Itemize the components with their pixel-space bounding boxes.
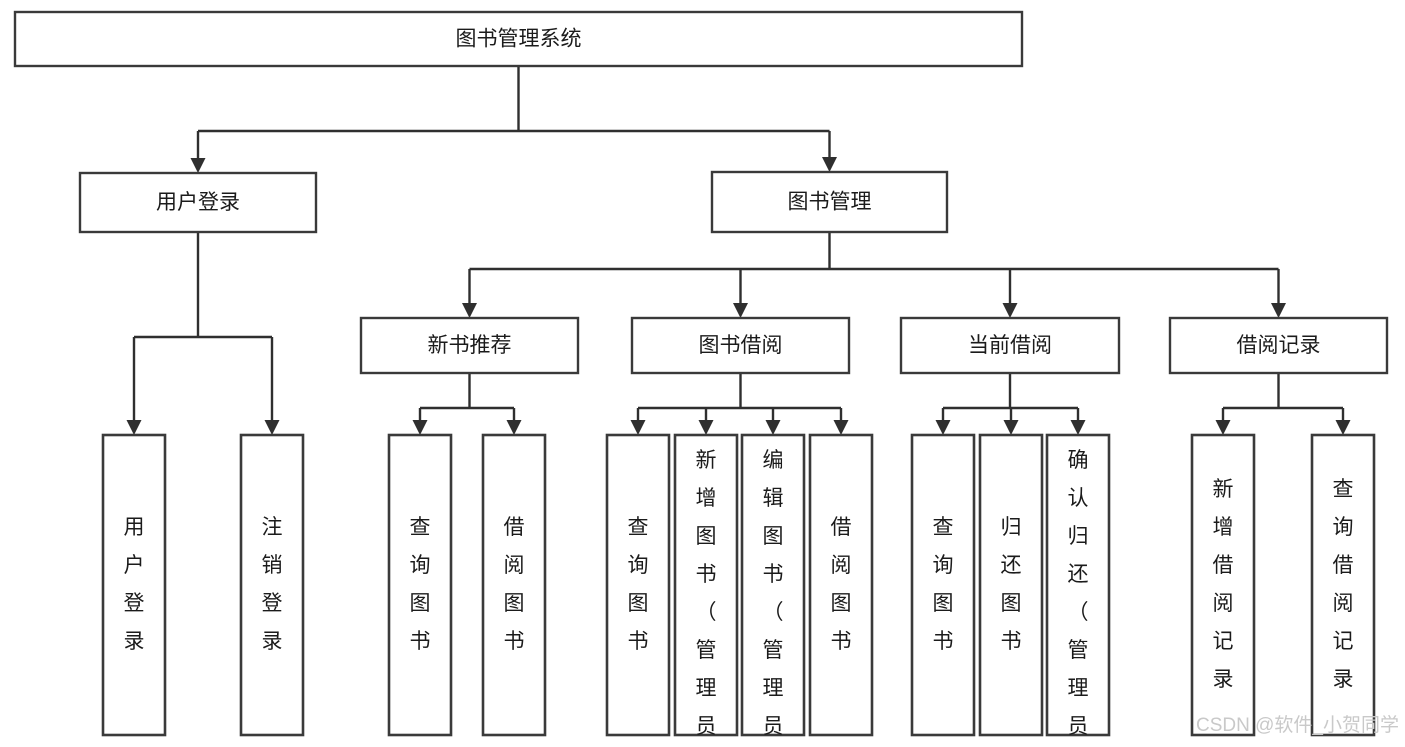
arrow-to-借阅图书 — [833, 420, 849, 435]
arrow-to-当前借阅 — [1002, 303, 1018, 318]
arrow-to-查询图书 — [630, 420, 646, 435]
arrow-to-借阅记录 — [1271, 303, 1286, 318]
node-label-查询图书: 查询图书 — [410, 516, 431, 653]
arrow-to-用户登录 — [190, 158, 206, 173]
node-label-当前借阅: 当前借阅 — [968, 334, 1052, 357]
arrow-to-归还图书 — [1003, 420, 1019, 435]
node-box-借阅图书[interactable] — [808, 433, 874, 737]
node-box-当前借阅[interactable] — [899, 316, 1121, 375]
node-label-编辑图书管理员: 编辑图书（管理员） — [763, 449, 784, 747]
node-layer: 图书管理系统用户登录图书管理用户登录注销登录新书推荐查询图书借阅图书图书借阅查询… — [13, 10, 1389, 747]
node-label-借阅图书: 借阅图书 — [831, 516, 852, 653]
arrow-to-用户登录 — [126, 420, 142, 435]
node-label-查询图书: 查询图书 — [628, 516, 649, 653]
node-box-查询图书[interactable] — [910, 433, 976, 737]
node-当前借阅[interactable]: 当前借阅 — [899, 316, 1121, 375]
node-label-借阅记录: 借阅记录 — [1237, 334, 1321, 357]
node-编辑图书管理员[interactable]: 编辑图书（管理员） — [740, 433, 806, 747]
node-box-新书推荐[interactable] — [359, 316, 580, 375]
arrow-to-新书推荐 — [462, 303, 477, 318]
node-box-新增借阅记录[interactable] — [1190, 433, 1256, 737]
arrow-to-图书管理 — [822, 157, 837, 172]
arrow-to-查询图书 — [935, 420, 951, 435]
arrow-to-注销登录 — [264, 420, 280, 435]
node-查询图书[interactable]: 查询图书 — [910, 433, 976, 737]
node-label-借阅图书: 借阅图书 — [504, 516, 525, 653]
node-新增图书管理员[interactable]: 新增图书（管理员） — [673, 433, 739, 747]
node-图书管理系统[interactable]: 图书管理系统 — [13, 10, 1024, 68]
node-注销登录[interactable]: 注销登录 — [239, 433, 305, 737]
node-box-编辑图书管理员[interactable] — [740, 433, 806, 737]
node-用户登录[interactable]: 用户登录 — [101, 433, 167, 737]
node-label-确认归还管理员: 确认归还（管理员） — [1068, 449, 1089, 747]
node-新书推荐[interactable]: 新书推荐 — [359, 316, 580, 375]
node-label-用户登录: 用户登录 — [124, 516, 145, 653]
arrow-to-图书借阅 — [733, 303, 748, 318]
node-label-注销登录: 注销登录 — [262, 516, 283, 653]
csdn-watermark: CSDN @软件_小贺同学 — [1196, 714, 1399, 736]
node-box-新增图书管理员[interactable] — [673, 433, 739, 737]
arrow-to-查询借阅记录 — [1335, 420, 1351, 435]
arrow-to-新增借阅记录 — [1215, 420, 1231, 435]
node-label-新增借阅记录: 新增借阅记录 — [1213, 478, 1234, 691]
node-box-图书管理[interactable] — [710, 170, 949, 234]
node-box-用户登录[interactable] — [101, 433, 167, 737]
node-label-查询借阅记录: 查询借阅记录 — [1333, 478, 1354, 691]
node-用户登录[interactable]: 用户登录 — [78, 171, 318, 234]
arrow-to-确认归还管理员 — [1070, 420, 1086, 435]
arrow-to-新增图书管理员 — [698, 420, 714, 435]
node-box-图书借阅[interactable] — [630, 316, 851, 375]
arrow-to-编辑图书管理员 — [765, 420, 781, 435]
node-label-图书借阅: 图书借阅 — [699, 334, 783, 357]
node-归还图书[interactable]: 归还图书 — [978, 433, 1044, 737]
node-label-归还图书: 归还图书 — [1001, 516, 1022, 653]
node-确认归还管理员[interactable]: 确认归还（管理员） — [1045, 433, 1111, 747]
node-label-用户登录: 用户登录 — [156, 191, 240, 214]
arrow-to-借阅图书 — [506, 420, 522, 435]
node-box-借阅图书[interactable] — [481, 433, 547, 737]
node-box-查询图书[interactable] — [387, 433, 453, 737]
node-查询借阅记录[interactable]: 查询借阅记录 — [1310, 433, 1376, 737]
node-label-图书管理: 图书管理 — [788, 191, 872, 214]
node-查询图书[interactable]: 查询图书 — [605, 433, 671, 737]
node-box-查询图书[interactable] — [605, 433, 671, 737]
node-借阅图书[interactable]: 借阅图书 — [808, 433, 874, 737]
node-label-图书管理系统: 图书管理系统 — [456, 28, 582, 51]
node-box-查询借阅记录[interactable] — [1310, 433, 1376, 737]
connector-layer — [126, 66, 1351, 435]
node-box-归还图书[interactable] — [978, 433, 1044, 737]
node-借阅记录[interactable]: 借阅记录 — [1168, 316, 1389, 375]
node-图书借阅[interactable]: 图书借阅 — [630, 316, 851, 375]
node-box-确认归还管理员[interactable] — [1045, 433, 1111, 737]
node-label-新增图书管理员: 新增图书（管理员） — [696, 449, 717, 747]
node-label-新书推荐: 新书推荐 — [428, 334, 512, 357]
arrow-to-查询图书 — [412, 420, 428, 435]
node-图书管理[interactable]: 图书管理 — [710, 170, 949, 234]
node-label-查询图书: 查询图书 — [933, 516, 954, 653]
node-box-借阅记录[interactable] — [1168, 316, 1389, 375]
node-查询图书[interactable]: 查询图书 — [387, 433, 453, 737]
node-新增借阅记录[interactable]: 新增借阅记录 — [1190, 433, 1256, 737]
node-box-用户登录[interactable] — [78, 171, 318, 234]
node-借阅图书[interactable]: 借阅图书 — [481, 433, 547, 737]
node-box-图书管理系统[interactable] — [13, 10, 1024, 68]
node-box-注销登录[interactable] — [239, 433, 305, 737]
